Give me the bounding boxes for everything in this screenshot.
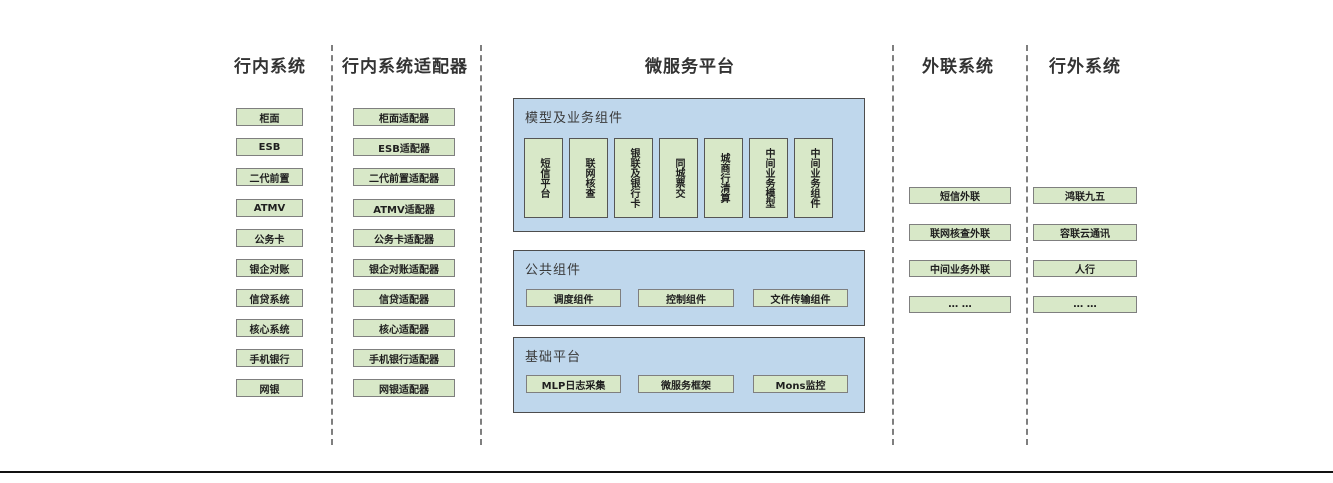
external-link-box: … … <box>909 296 1011 313</box>
column-header-outside: 行外系统 <box>1049 57 1121 77</box>
model-component-box: 银联及银行卡 <box>614 138 653 218</box>
column-divider <box>480 45 482 445</box>
adapter-box: 柜面适配器 <box>353 108 455 126</box>
panel-title: 基础平台 <box>525 350 582 365</box>
internal-system-box: 二代前置 <box>236 168 303 186</box>
internal-system-box: 信贷系统 <box>236 289 303 307</box>
adapter-box: 银企对账适配器 <box>353 259 455 277</box>
panel-base-platform: 基础平台 MLP日志采集 微服务框架 Mons监控 <box>513 337 865 413</box>
external-link-box: 短信外联 <box>909 187 1011 204</box>
model-component-box: 短信平台 <box>524 138 563 218</box>
outside-system-box: 人行 <box>1033 260 1137 277</box>
common-component-box: 文件传输组件 <box>753 289 848 307</box>
column-header-adapter: 行内系统适配器 <box>342 57 468 77</box>
base-platform-box: Mons监控 <box>753 375 848 393</box>
adapter-box: 网银适配器 <box>353 379 455 397</box>
model-component-box: 城商行清算 <box>704 138 743 218</box>
adapter-box: 公务卡适配器 <box>353 229 455 247</box>
bottom-border-line <box>0 471 1333 473</box>
internal-system-box: 银企对账 <box>236 259 303 277</box>
model-component-box: 中间业务模型 <box>749 138 788 218</box>
internal-system-box: ESB <box>236 138 303 156</box>
base-platform-box: 微服务框架 <box>638 375 734 393</box>
panel-title: 公共组件 <box>525 263 582 278</box>
panel-common-components: 公共组件 调度组件 控制组件 文件传输组件 <box>513 250 865 326</box>
model-component-box: 同城票交 <box>659 138 698 218</box>
adapter-box: ESB适配器 <box>353 138 455 156</box>
model-component-box: 联网核查 <box>569 138 608 218</box>
adapter-box: 手机银行适配器 <box>353 349 455 367</box>
column-divider <box>892 45 894 445</box>
outside-system-box: 鸿联九五 <box>1033 187 1137 204</box>
column-header-external: 外联系统 <box>922 57 994 77</box>
column-header-platform: 微服务平台 <box>645 57 735 77</box>
internal-system-box: ATMV <box>236 199 303 217</box>
external-link-box: 联网核查外联 <box>909 224 1011 241</box>
adapter-box: ATMV适配器 <box>353 199 455 217</box>
outside-system-box: 容联云通讯 <box>1033 224 1137 241</box>
model-component-box: 中间业务组件 <box>794 138 833 218</box>
adapter-box: 二代前置适配器 <box>353 168 455 186</box>
internal-system-box: 核心系统 <box>236 319 303 337</box>
internal-system-box: 网银 <box>236 379 303 397</box>
panel-title: 模型及业务组件 <box>525 111 624 126</box>
adapter-box: 核心适配器 <box>353 319 455 337</box>
common-component-box: 控制组件 <box>638 289 734 307</box>
internal-system-box: 手机银行 <box>236 349 303 367</box>
base-platform-box: MLP日志采集 <box>526 375 621 393</box>
column-divider <box>1026 45 1028 445</box>
column-divider <box>331 45 333 445</box>
column-header-internal: 行内系统 <box>234 57 306 77</box>
common-component-box: 调度组件 <box>526 289 621 307</box>
internal-system-box: 公务卡 <box>236 229 303 247</box>
outside-system-box: … … <box>1033 296 1137 313</box>
panel-model-components: 模型及业务组件 短信平台 联网核查 银联及银行卡 同城票交 城商行清算 中间业务… <box>513 98 865 232</box>
external-link-box: 中间业务外联 <box>909 260 1011 277</box>
adapter-box: 信贷适配器 <box>353 289 455 307</box>
internal-system-box: 柜面 <box>236 108 303 126</box>
